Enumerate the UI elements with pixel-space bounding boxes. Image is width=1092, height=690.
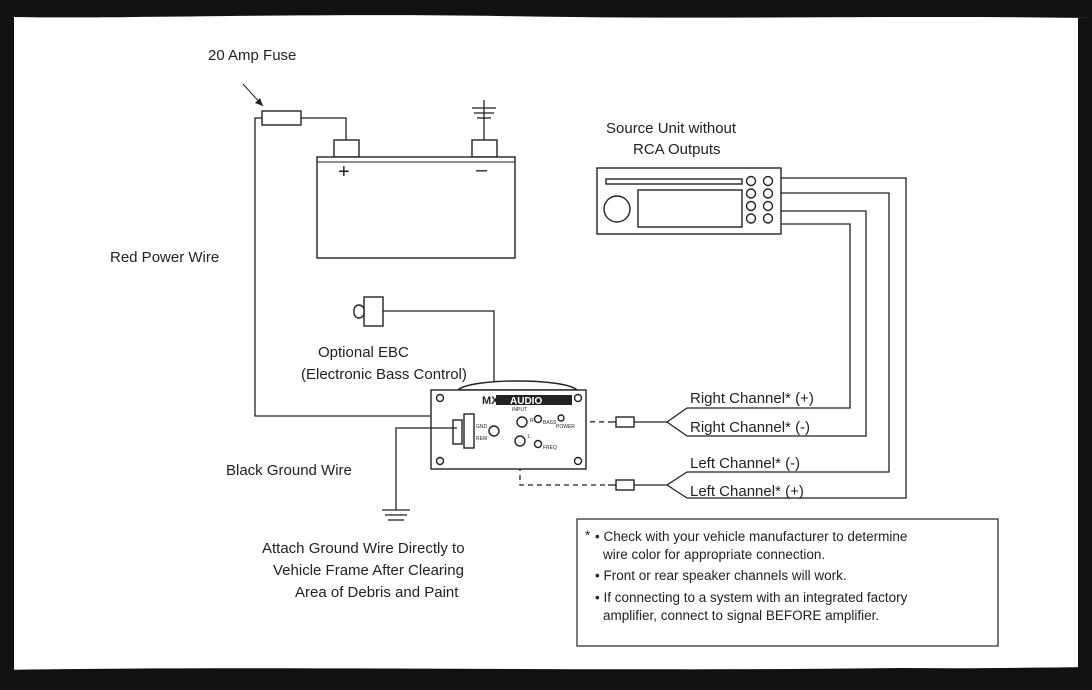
right-positive-label: Right Channel* (+) [690,390,814,407]
battery-positive-sign: + [338,161,350,183]
source-unit-cd-slot [605,178,743,185]
amplifier-label-rem: REM [476,436,487,442]
left-rca-plug-body [615,479,635,491]
note-item-1-line-2: wire color for appropriate connection. [602,547,825,562]
black-ground-wire [395,427,457,510]
amplifier-label-input: INPUT [512,407,527,413]
fuse [261,110,302,126]
fuse-label-text: 20 Amp Fuse [208,47,296,64]
ground-instruction-3: Area of Debris and Paint [295,584,459,601]
source-unit-label-2: RCA Outputs [633,141,721,158]
red-power-wire [254,117,431,417]
note-item-3-line-2: amplifier, connect to signal BEFORE ampl… [603,608,879,623]
note-item-2-line-1: • Front or rear speaker channels will wo… [595,568,847,583]
amplifier-label-r: R [530,418,534,424]
note-asterisk: * [585,528,591,543]
amplifier-bass-knob [533,414,543,424]
source-unit-label-1: Source Unit without [606,120,737,137]
amplifier-screw-bottom-left [435,456,445,466]
left-positive-wire [687,177,907,499]
source-unit-display [637,189,743,228]
fuse-to-battery-wire [301,117,347,140]
amplifier-label-freq: FREQ [543,445,557,451]
battery-body [316,156,516,259]
vehicle-ground-symbol [382,509,410,521]
ebc-knob [353,304,365,319]
amplifier-power-led [557,414,565,422]
left-positive-label: Left Channel* (+) [690,483,804,500]
source-unit-button-5 [762,175,774,187]
right-negative-wire [687,210,867,437]
battery-negative-sign: – [476,159,488,181]
ebc-label-2: (Electronic Bass Control) [301,366,467,383]
amplifier-terminal-block [463,413,475,449]
battery-positive-terminal [333,139,360,158]
source-unit-button-1 [745,175,757,187]
right-negative-label: Right Channel* (-) [690,419,810,436]
right-positive-wire [687,223,851,409]
source-unit-button-8 [762,213,774,224]
source-unit-button-3 [745,200,757,212]
amplifier-brand-text: AUDIO [510,396,542,407]
amplifier-top-hump [456,380,579,391]
amplifier-label-l: L [528,434,531,440]
source-unit [596,167,782,235]
note-item-1-line-1: • Check with your vehicle manufacturer t… [595,529,907,544]
ground-instruction-1: Attach Ground Wire Directly to [262,540,465,557]
amplifier-right-input [516,416,528,428]
right-rca-plug-body [615,416,635,428]
amplifier-screw-top-left [435,393,445,403]
ebc-label-1: Optional EBC [318,344,409,361]
source-unit-button-6 [762,188,774,199]
amplifier-brand-mx: MX [482,395,499,407]
car-battery: + – [316,139,516,259]
source-unit-button-7 [762,200,774,212]
amplifier-brand-plate [496,395,572,405]
ground-instruction-2: Vehicle Frame After Clearing [273,562,464,579]
battery-negative-terminal [471,139,498,158]
amplifier-left-input [514,435,526,447]
amplifier-screw-bottom-right [573,456,583,466]
amplifier-power-block [452,419,463,445]
amplifier-ebc-port [488,425,500,437]
source-unit-button-2 [745,188,757,199]
red-power-wire-label: Red Power Wire [110,249,219,266]
amplifier-label-bass: BASS [543,420,557,426]
amplifier: MX AUDIO INPUT R L BASS FREQ POWER GND R… [430,380,587,470]
left-negative-wire [687,192,890,473]
battery-ground-symbol [472,100,496,140]
ebc-body [363,296,384,327]
fuse-arrow-head [255,98,263,106]
black-ground-wire-label: Black Ground Wire [226,462,352,479]
right-rca-plug [608,416,635,428]
note-box: * • Check with your vehicle manufacturer… [576,518,999,647]
left-negative-label: Left Channel* (-) [690,455,800,472]
source-unit-button-4 [745,213,757,224]
amplifier-screw-top-right [573,393,583,403]
amplifier-label-gnd: GND [476,424,488,430]
left-rca-plug [608,479,635,491]
amplifier-freq-knob [533,439,543,449]
source-unit-knob [603,195,631,223]
amplifier-label-power: POWER [556,424,575,430]
fuse-label: 20 Amp Fuse [208,47,296,64]
ebc-remote [353,296,384,327]
note-item-3-line-1: • If connecting to a system with an inte… [595,590,908,605]
note-box-border [576,518,999,647]
